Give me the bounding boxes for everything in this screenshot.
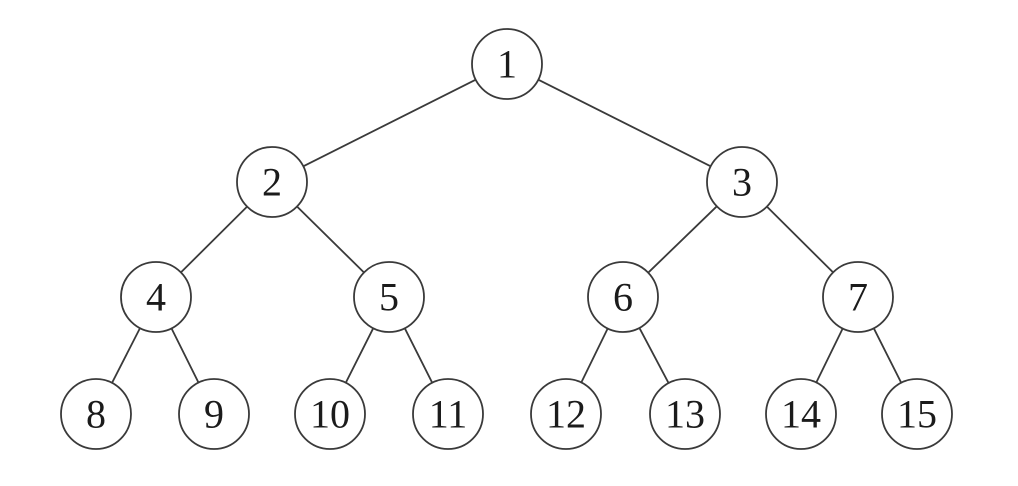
tree-node: 13: [649, 378, 721, 450]
tree-node: 4: [120, 261, 192, 333]
tree-node-circle: [765, 378, 837, 450]
tree-node: 14: [765, 378, 837, 450]
tree-node-circle: [236, 146, 308, 218]
tree-node: 7: [822, 261, 894, 333]
tree-node-label: 7: [848, 275, 868, 320]
tree-edge: [580, 327, 609, 384]
tree-node-circle: [706, 146, 778, 218]
tree-node: 10: [294, 378, 366, 450]
tree-node: 5: [353, 261, 425, 333]
tree-node: 2: [236, 146, 308, 218]
tree-node-circle: [587, 261, 659, 333]
tree-node-label: 5: [379, 275, 399, 320]
tree-node-circle: [881, 378, 953, 450]
tree-node-circle: [412, 378, 484, 450]
tree-node-label: 15: [897, 392, 937, 437]
tree-node-circle: [822, 261, 894, 333]
tree-node-circle: [178, 378, 250, 450]
tree-edge: [296, 205, 365, 274]
tree-node-circle: [120, 261, 192, 333]
tree-edge: [872, 327, 903, 384]
tree-node-circle: [530, 378, 602, 450]
tree-node-circle: [649, 378, 721, 450]
tree-node-label: 3: [732, 160, 752, 205]
tree-edge: [815, 327, 844, 384]
tree-edge: [170, 327, 200, 384]
tree-node-label: 14: [781, 392, 821, 437]
tree-edge: [403, 327, 434, 384]
tree-node: 6: [587, 261, 659, 333]
tree-node-label: 9: [204, 392, 224, 437]
tree-node: 1: [471, 28, 543, 100]
tree-node-label: 8: [86, 392, 106, 437]
tree-node-circle: [353, 261, 425, 333]
tree-edge: [344, 327, 375, 384]
tree-edge: [638, 326, 670, 385]
tree-node-label: 11: [429, 392, 468, 437]
tree-node-label: 6: [613, 275, 633, 320]
tree-node-circle: [294, 378, 366, 450]
tree-edge: [647, 205, 718, 274]
tree-edge: [766, 205, 834, 274]
tree-node-label: 13: [665, 392, 705, 437]
tree-node: 8: [60, 378, 132, 450]
tree-node: 11: [412, 378, 484, 450]
tree-edge: [111, 327, 141, 384]
tree-node: 12: [530, 378, 602, 450]
tree-edge: [302, 78, 477, 168]
tree-node-circle: [60, 378, 132, 450]
tree-node-label: 2: [262, 160, 282, 205]
tree-node-label: 1: [497, 42, 517, 87]
tree-node: 15: [881, 378, 953, 450]
tree-node-label: 4: [146, 275, 166, 320]
tree-node-label: 10: [310, 392, 350, 437]
tree-node: 3: [706, 146, 778, 218]
tree-edge: [179, 205, 249, 274]
tree-node-circle: [471, 28, 543, 100]
tree-node: 9: [178, 378, 250, 450]
tree-node-label: 12: [546, 392, 586, 437]
tree-edge: [537, 78, 712, 168]
